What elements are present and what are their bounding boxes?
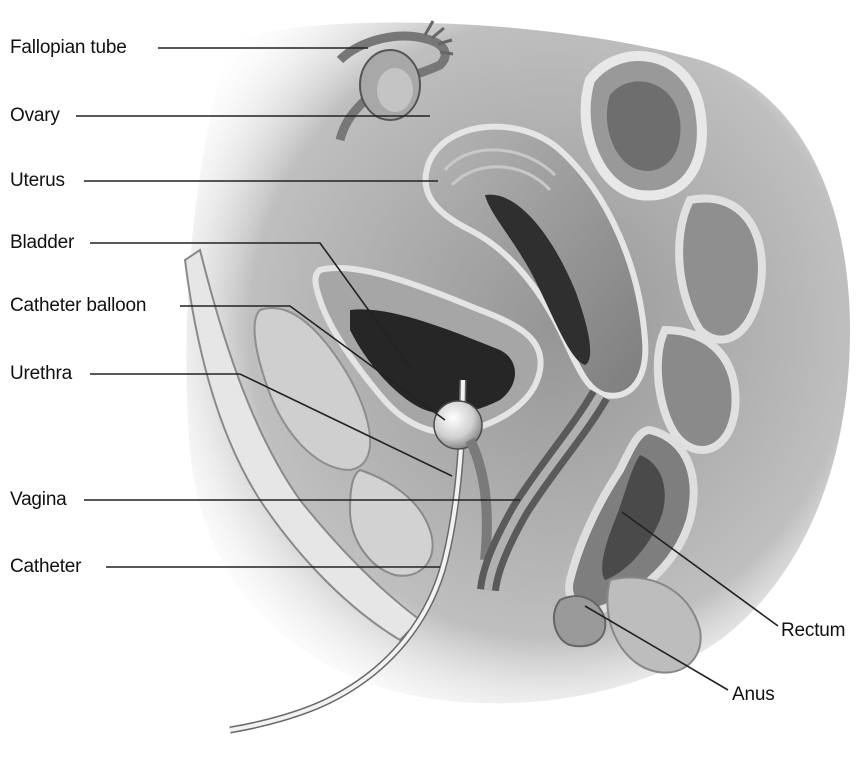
label-anus: Anus — [732, 684, 775, 706]
label-fallopian-tube: Fallopian tube — [10, 37, 127, 59]
label-rectum: Rectum — [781, 620, 845, 642]
label-catheter: Catheter — [10, 556, 81, 578]
label-vagina: Vagina — [10, 489, 67, 511]
label-uterus: Uterus — [10, 170, 65, 192]
label-catheter-balloon: Catheter balloon — [10, 295, 146, 317]
label-ovary: Ovary — [10, 105, 60, 127]
label-urethra: Urethra — [10, 363, 72, 385]
ovary — [360, 50, 420, 120]
label-bladder: Bladder — [10, 232, 74, 254]
